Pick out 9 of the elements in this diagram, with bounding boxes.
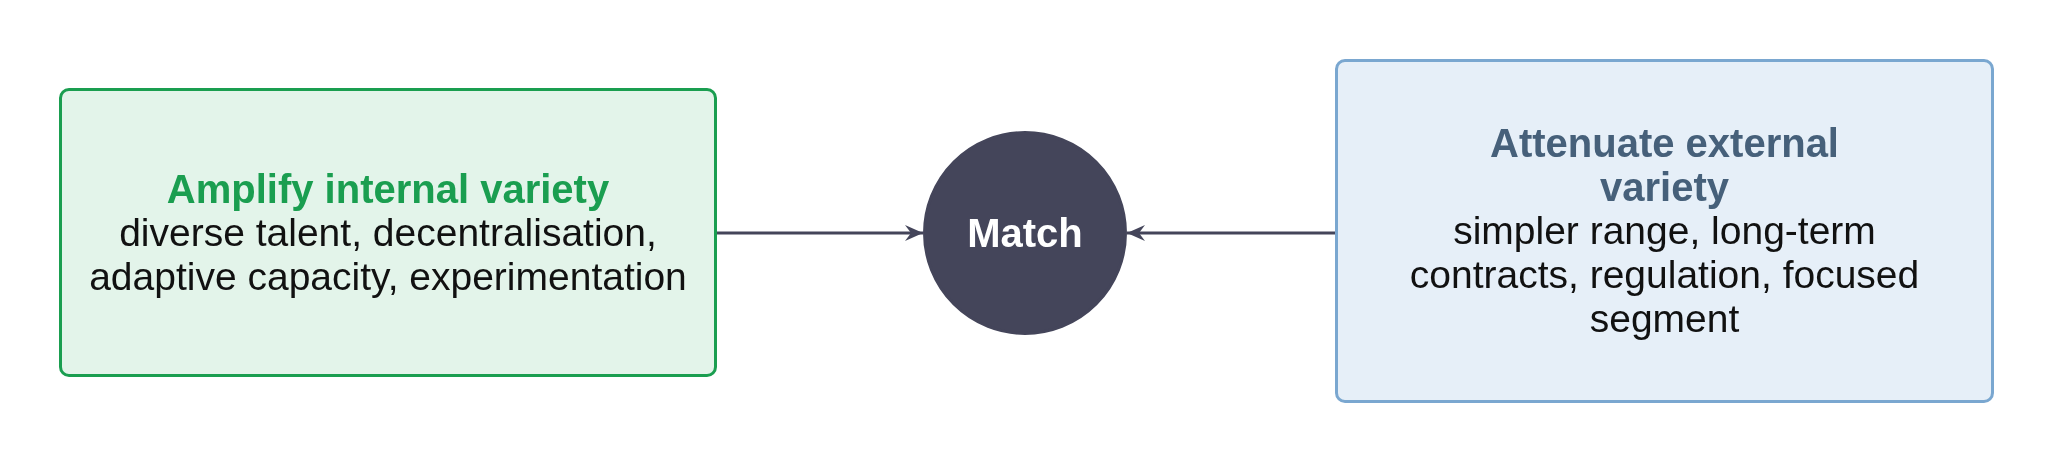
arrow [717, 225, 923, 241]
process-box [59, 88, 717, 377]
node-label: Match [967, 211, 1083, 255]
arrow [1127, 225, 1335, 241]
box-heading: Attenuate external variety [1489, 121, 1840, 209]
process-box [1335, 59, 1994, 403]
box-description: diverse talent, decentralisation, adaptive capacity, experimentation [88, 210, 688, 299]
box-heading: Amplify internal variety [166, 166, 610, 211]
box-description: simpler range, long-term contracts, regulation, focused segment [1408, 209, 1921, 341]
